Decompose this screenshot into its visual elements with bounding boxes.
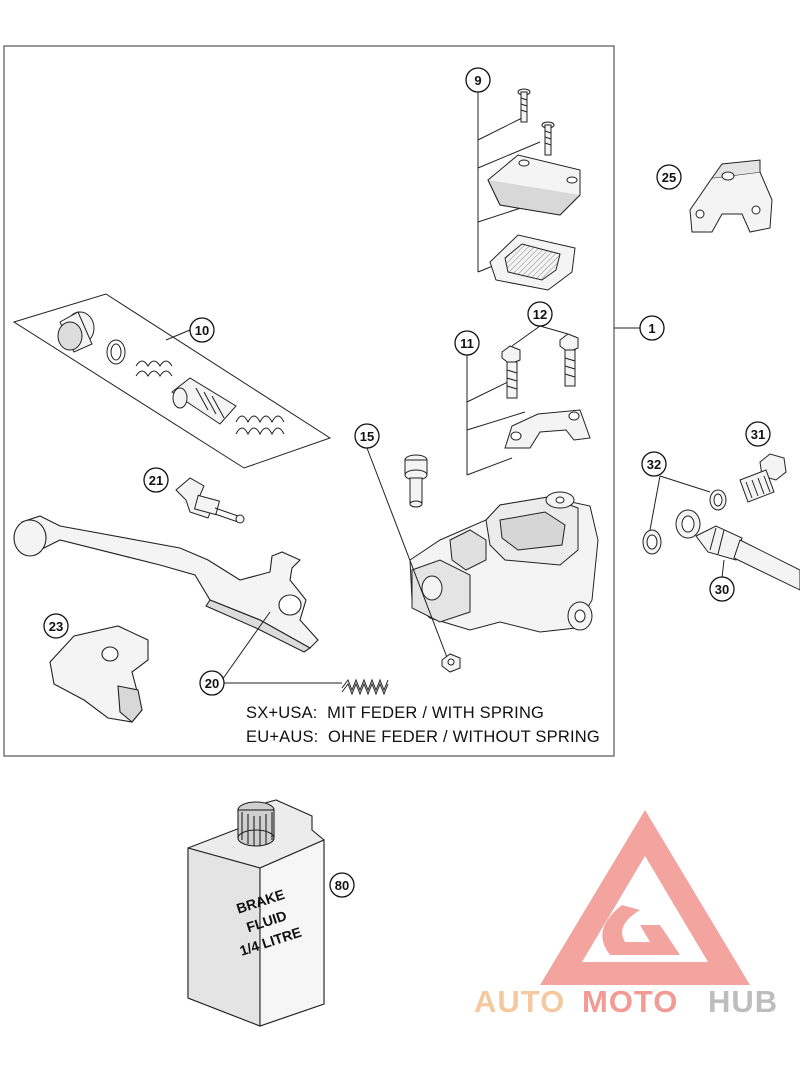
- svg-text:9: 9: [474, 73, 481, 88]
- callout-20: 20: [199, 670, 225, 696]
- callout-10: 10: [189, 317, 215, 343]
- spring-note-eu-aus: EU+AUS: OHNE FEDER / WITHOUT SPRING: [246, 728, 600, 746]
- svg-text:25: 25: [662, 170, 676, 185]
- part-11-clamp-bolts: [466, 333, 591, 476]
- callout-21: 21: [143, 467, 169, 493]
- callout-9: 9: [465, 67, 491, 93]
- svg-text:30: 30: [715, 582, 729, 597]
- callout-12: 12: [527, 301, 553, 327]
- part-80-brake-fluid-bottle: BRAKE FLUID 1/4 LITRE: [187, 799, 325, 1027]
- svg-text:21: 21: [149, 473, 163, 488]
- part-20-spring: [224, 678, 389, 696]
- callout-25: 25: [656, 164, 682, 190]
- master-cylinder-body: [409, 491, 599, 633]
- part-12-leader: [511, 325, 569, 347]
- callout-31: 31: [745, 421, 771, 447]
- callout-23: 23: [43, 613, 69, 639]
- callout-80: 80: [329, 872, 355, 898]
- logo-text-part3: HUB: [708, 984, 778, 1019]
- brake-lever: [13, 515, 319, 653]
- part-20-leader-lever: [221, 611, 271, 681]
- part-31-banjo-bolt: [739, 453, 787, 503]
- callout-30: 30: [709, 576, 735, 602]
- part-10-piston-kit: [12, 293, 332, 469]
- callout-1: 1: [639, 315, 665, 341]
- svg-text:12: 12: [533, 307, 547, 322]
- diagram-frame: [3, 45, 615, 757]
- svg-text:32: 32: [647, 457, 661, 472]
- svg-text:1: 1: [648, 321, 655, 336]
- callout-32: 32: [641, 451, 667, 477]
- svg-text:80: 80: [335, 878, 349, 893]
- spring-note-sx-usa: SX+USA: MIT FEDER / WITH SPRING: [246, 704, 545, 722]
- part-32-washers: [642, 475, 727, 555]
- svg-text:20: 20: [205, 676, 219, 691]
- part-30-brake-line: [675, 509, 800, 591]
- logo-text-part2: MOTO: [582, 984, 678, 1019]
- callout-11: 11: [454, 330, 480, 356]
- part-9-reservoir-cover-group: [477, 88, 581, 291]
- part-23-lever-guard: [49, 625, 149, 723]
- svg-text:15: 15: [360, 429, 374, 444]
- svg-text:31: 31: [751, 427, 765, 442]
- svg-text:23: 23: [49, 619, 63, 634]
- svg-text:11: 11: [460, 336, 474, 351]
- automotohub-logo: AUTO MOTO HUB: [474, 810, 778, 1019]
- part-15-pivot-bolt: [366, 447, 461, 673]
- part-21-adjuster: [175, 477, 245, 524]
- logo-text-part1: AUTO: [474, 984, 565, 1019]
- callout-15: 15: [354, 423, 380, 449]
- part-25-clamp: [689, 159, 773, 233]
- svg-text:10: 10: [195, 323, 209, 338]
